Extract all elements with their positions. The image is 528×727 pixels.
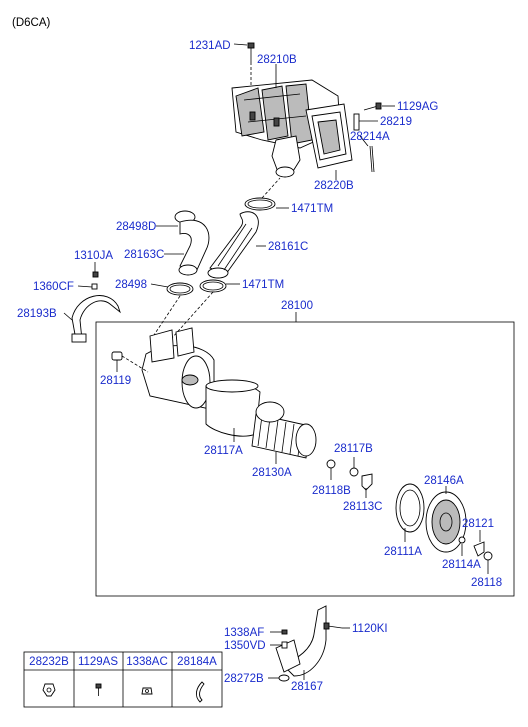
- label-28210B[interactable]: 28210B: [257, 54, 297, 66]
- washer-28117B: [349, 467, 359, 477]
- model-code: (D6CA): [12, 17, 51, 29]
- nut-28114A: [458, 536, 466, 544]
- hose-28163C: [178, 219, 210, 276]
- intake-duct-28220B: [305, 103, 353, 169]
- element-28117A: [205, 379, 261, 437]
- bolt-1231AD: [247, 42, 255, 62]
- band-28193B: [71, 295, 121, 343]
- label-1350VD[interactable]: 1350VD: [224, 640, 266, 652]
- bolt-1310JA: [92, 271, 99, 278]
- label-28214A[interactable]: 28214A: [350, 131, 390, 143]
- washer-28118: [483, 551, 493, 561]
- clamp-1471TM-lower: [199, 279, 227, 293]
- nut-1360CF: [91, 283, 98, 290]
- cover-28146A: [425, 491, 467, 553]
- clip-28113C: [361, 473, 373, 491]
- bracket-28219: [353, 113, 360, 131]
- label-28146A[interactable]: 28146A: [424, 475, 464, 487]
- label-28118B[interactable]: 28118B: [312, 485, 351, 497]
- label-28117A[interactable]: 28117A: [204, 445, 243, 457]
- bracket-28167: [275, 605, 327, 677]
- grommet-icon: [42, 683, 56, 697]
- intake-duct-28210B: [231, 79, 341, 178]
- seal-28111A: [395, 483, 425, 533]
- label-28167[interactable]: 28167: [291, 681, 323, 693]
- label-28219[interactable]: 28219: [380, 116, 412, 128]
- label-1471TM-upper[interactable]: 1471TM: [291, 203, 333, 215]
- label-28272B[interactable]: 28272B: [224, 673, 264, 685]
- nut-icon: [141, 687, 153, 695]
- washer-28118B: [326, 459, 336, 469]
- table-header-28232B[interactable]: 28232B: [29, 656, 69, 668]
- hose-28161C: [207, 211, 259, 279]
- cleaner-housing: [141, 327, 215, 411]
- label-28193B[interactable]: 28193B: [17, 308, 57, 320]
- label-28119[interactable]: 28119: [100, 375, 131, 387]
- parts-table: 28232B 1129AS 1338AC 28184A: [23, 651, 223, 708]
- bolt-1120KI: [323, 622, 343, 630]
- label-1310JA[interactable]: 1310JA: [74, 250, 113, 262]
- label-28117B[interactable]: 28117B: [334, 443, 373, 455]
- label-28100[interactable]: 28100: [281, 300, 313, 312]
- label-28163C[interactable]: 28163C: [124, 249, 164, 261]
- label-28498[interactable]: 28498: [115, 279, 147, 291]
- bolt-1350VD: [281, 641, 288, 649]
- label-1360CF[interactable]: 1360CF: [33, 281, 74, 293]
- label-1338AF[interactable]: 1338AF: [224, 627, 264, 639]
- label-28118[interactable]: 28118: [471, 577, 502, 589]
- bracket-28121: [473, 541, 485, 557]
- label-28161C[interactable]: 28161C: [268, 241, 308, 253]
- element-28130A: [251, 401, 317, 459]
- label-1120KI[interactable]: 1120KI: [352, 623, 388, 635]
- label-28121[interactable]: 28121: [462, 518, 494, 530]
- clamp-28498: [166, 282, 194, 296]
- label-28114A[interactable]: 28114A: [442, 559, 481, 571]
- table-header-1338AC[interactable]: 1338AC: [126, 656, 168, 668]
- bolt-1129AG: [363, 102, 382, 111]
- bolt-28214A: [369, 145, 375, 173]
- clip-icon: [195, 681, 205, 703]
- table-header-28184A[interactable]: 28184A: [177, 656, 217, 668]
- pad-28272B: [278, 674, 290, 682]
- valve-28119: [111, 351, 123, 361]
- label-1129AG[interactable]: 1129AG: [397, 101, 438, 113]
- label-28111A[interactable]: 28111A: [384, 546, 422, 558]
- assembly-frame: [95, 321, 515, 597]
- label-28130A[interactable]: 28130A: [252, 467, 292, 479]
- clamp-1471TM-upper: [244, 197, 276, 211]
- table-header-1129AS[interactable]: 1129AS: [78, 656, 118, 668]
- label-28113C[interactable]: 28113C: [343, 501, 382, 513]
- label-1471TM-lower[interactable]: 1471TM: [242, 279, 284, 291]
- nut-1338AF: [281, 629, 288, 635]
- label-1231AD[interactable]: 1231AD: [189, 40, 231, 52]
- label-28220B[interactable]: 28220B: [314, 180, 354, 192]
- screw-icon: [95, 683, 102, 696]
- label-28498D[interactable]: 28498D: [116, 221, 156, 233]
